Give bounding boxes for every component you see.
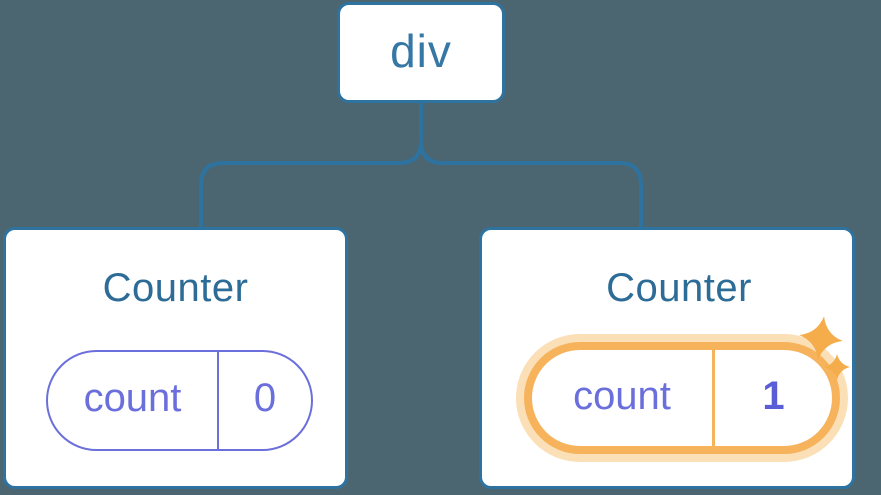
component-title: Counter	[606, 266, 752, 310]
state-key-section: count	[48, 352, 217, 449]
root-node-label: div	[390, 24, 452, 77]
sparkle-small-icon	[824, 354, 850, 380]
state-value-section: 0	[219, 352, 311, 449]
connector-left-branch	[199, 103, 423, 229]
state-pill: count 0	[46, 350, 313, 451]
counter-card-left: Counter count 0	[3, 227, 348, 489]
sparkle-large-icon	[799, 316, 843, 360]
state-key-label: count	[573, 373, 671, 418]
state-value-section: 1	[715, 350, 832, 446]
state-value: 1	[762, 373, 785, 418]
connector-right-branch	[419, 103, 643, 229]
root-node-div: div	[337, 2, 505, 103]
pill-divider	[217, 352, 219, 449]
state-key-label: count	[83, 376, 182, 420]
pill-divider	[712, 350, 715, 446]
state-pill-highlighted: count 1	[524, 342, 840, 454]
sparkle-icon	[799, 316, 850, 380]
counter-card-right: Counter count 1	[479, 227, 855, 489]
component-title: Counter	[102, 266, 249, 310]
state-key-section: count	[532, 350, 712, 446]
state-value: 0	[253, 376, 277, 420]
